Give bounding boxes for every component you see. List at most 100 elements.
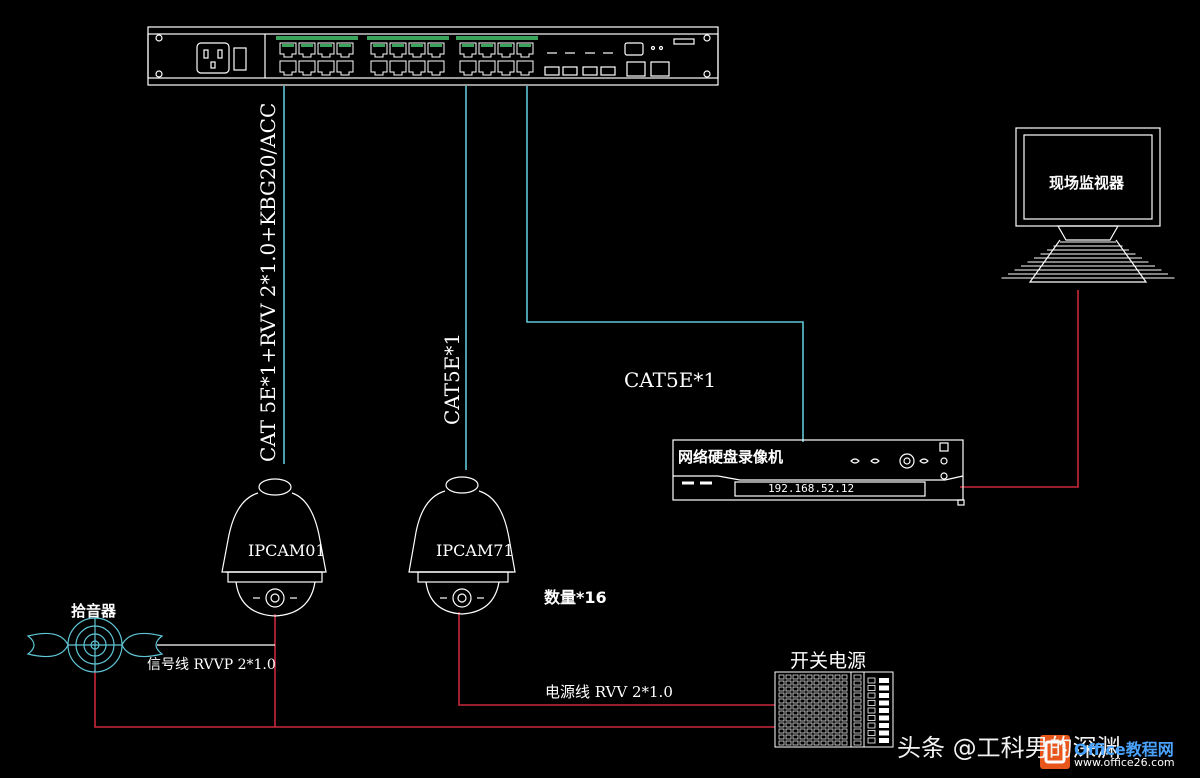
- psu-vent-slot: [792, 728, 799, 734]
- watermark-site-url: www.office26.com: [1074, 756, 1175, 769]
- ethernet-port: [279, 60, 297, 76]
- psu-vent-slot: [792, 680, 799, 686]
- port-led: [481, 44, 493, 47]
- psu-terminal: [867, 700, 876, 706]
- psu-terminal: [867, 685, 876, 691]
- psu-vent-slot: [820, 704, 827, 710]
- psu-vent-slot: [813, 740, 820, 746]
- ethernet-port-blocks: [276, 36, 538, 76]
- psu-vent-slot: [792, 734, 799, 740]
- psu-vent-slot: [853, 680, 862, 686]
- psu-vent-slot: [792, 674, 799, 680]
- cable-label-camera1: CAT 5E*1+RVV 2*1.0+KBG20/ACC: [256, 102, 280, 462]
- psu-vent-slot: [827, 686, 834, 692]
- psu-vent-slot: [778, 686, 785, 692]
- nvr-label: 网络硬盘录像机: [678, 448, 784, 466]
- psu-vent-slot: [785, 728, 792, 734]
- psu-vent-slot: [785, 740, 792, 746]
- psu-vent-slot: [806, 686, 813, 692]
- psu-vent-slot: [806, 674, 813, 680]
- psu-vent-slot: [827, 674, 834, 680]
- psu-vent-slot: [827, 692, 834, 698]
- psu-vent-slot: [799, 674, 806, 680]
- dome-camera-1: [221, 478, 327, 617]
- ethernet-port: [427, 42, 445, 58]
- port-led: [373, 44, 385, 47]
- psu-vent-slot: [778, 722, 785, 728]
- psu-vent-slot: [827, 740, 834, 746]
- network-cables: [283, 86, 804, 470]
- watermark-site-name: Office教程网: [1074, 740, 1174, 759]
- ethernet-port: [370, 60, 388, 76]
- psu-vent-slot: [806, 728, 813, 734]
- psu-vent-slot: [827, 728, 834, 734]
- ethernet-port: [459, 42, 477, 58]
- psu-vent-slot: [785, 692, 792, 698]
- psu-vent-slot: [841, 704, 848, 710]
- psu-terminal-label: [879, 723, 889, 728]
- psu-vent-slot: [778, 716, 785, 722]
- microphone-label: 拾音器: [71, 602, 117, 620]
- psu-vent-slot: [813, 710, 820, 716]
- psu-terminal-label: [879, 738, 889, 743]
- dome-camera-2: [408, 476, 516, 615]
- psu-vent-slot: [792, 704, 799, 710]
- ethernet-port: [298, 42, 316, 58]
- psu-vent-slot: [827, 716, 834, 722]
- psu-vent-slot: [820, 680, 827, 686]
- psu-terminals: [867, 677, 889, 744]
- port-block-1-indicator: [276, 36, 358, 40]
- psu-vent-slot: [827, 722, 834, 728]
- ethernet-port: [497, 42, 515, 58]
- psu-vent-slot: [853, 716, 862, 722]
- psu-vent-slot: [853, 692, 862, 698]
- psu-vent-slot: [778, 704, 785, 710]
- psu-vent-slot: [841, 686, 848, 692]
- psu-vent-slot: [806, 716, 813, 722]
- psu-vent-slot: [778, 728, 785, 734]
- monitor: [1001, 127, 1175, 283]
- power-line-label: 电源线 RVV 2*1.0: [545, 683, 673, 701]
- office-logo-icon: [1040, 735, 1070, 769]
- psu-terminal-label: [879, 715, 889, 721]
- ethernet-port: [298, 60, 316, 76]
- psu-vent-slot: [841, 728, 848, 734]
- ethernet-port: [336, 42, 354, 58]
- psu-vent-slot: [785, 686, 792, 692]
- port-led: [301, 44, 313, 47]
- psu-vent-slot: [785, 674, 792, 680]
- psu-vent-slot: [799, 686, 806, 692]
- port-led: [519, 44, 531, 47]
- psu-vent-slot: [806, 722, 813, 728]
- nvr-device: [672, 439, 965, 506]
- switching-power-supply: [774, 671, 894, 748]
- psu-vent-slot: [820, 698, 827, 704]
- psu-vent-slot: [834, 728, 841, 734]
- ethernet-port: [317, 42, 335, 58]
- psu-vent-slot: [785, 704, 792, 710]
- psu-vent-slot: [834, 686, 841, 692]
- port-led: [320, 44, 332, 47]
- psu-vent-slot: [785, 698, 792, 704]
- ethernet-port: [370, 42, 388, 58]
- ethernet-port: [389, 42, 407, 58]
- psu-vent-slot: [834, 692, 841, 698]
- psu-vent-slot: [785, 734, 792, 740]
- ethernet-port: [516, 42, 534, 58]
- psu-vent-slot: [785, 716, 792, 722]
- quantity-label: 数量*16: [544, 588, 607, 607]
- ethernet-port: [389, 60, 407, 76]
- ethernet-port: [427, 60, 445, 76]
- psu-vent-slot: [778, 710, 785, 716]
- psu-vent-slot: [799, 692, 806, 698]
- psu-vent-slot: [778, 674, 785, 680]
- psu-vent-slot: [841, 740, 848, 746]
- psu-terminal: [867, 692, 876, 699]
- psu-vent-slot: [792, 692, 799, 698]
- psu-vent-slot: [778, 740, 785, 746]
- cable-label-camera2: CAT5E*1: [440, 332, 464, 425]
- psu-vent-slot: [799, 698, 806, 704]
- psu-vent-slot: [820, 728, 827, 734]
- watermark-text: 头条 @工科男的深渊: [897, 734, 1121, 762]
